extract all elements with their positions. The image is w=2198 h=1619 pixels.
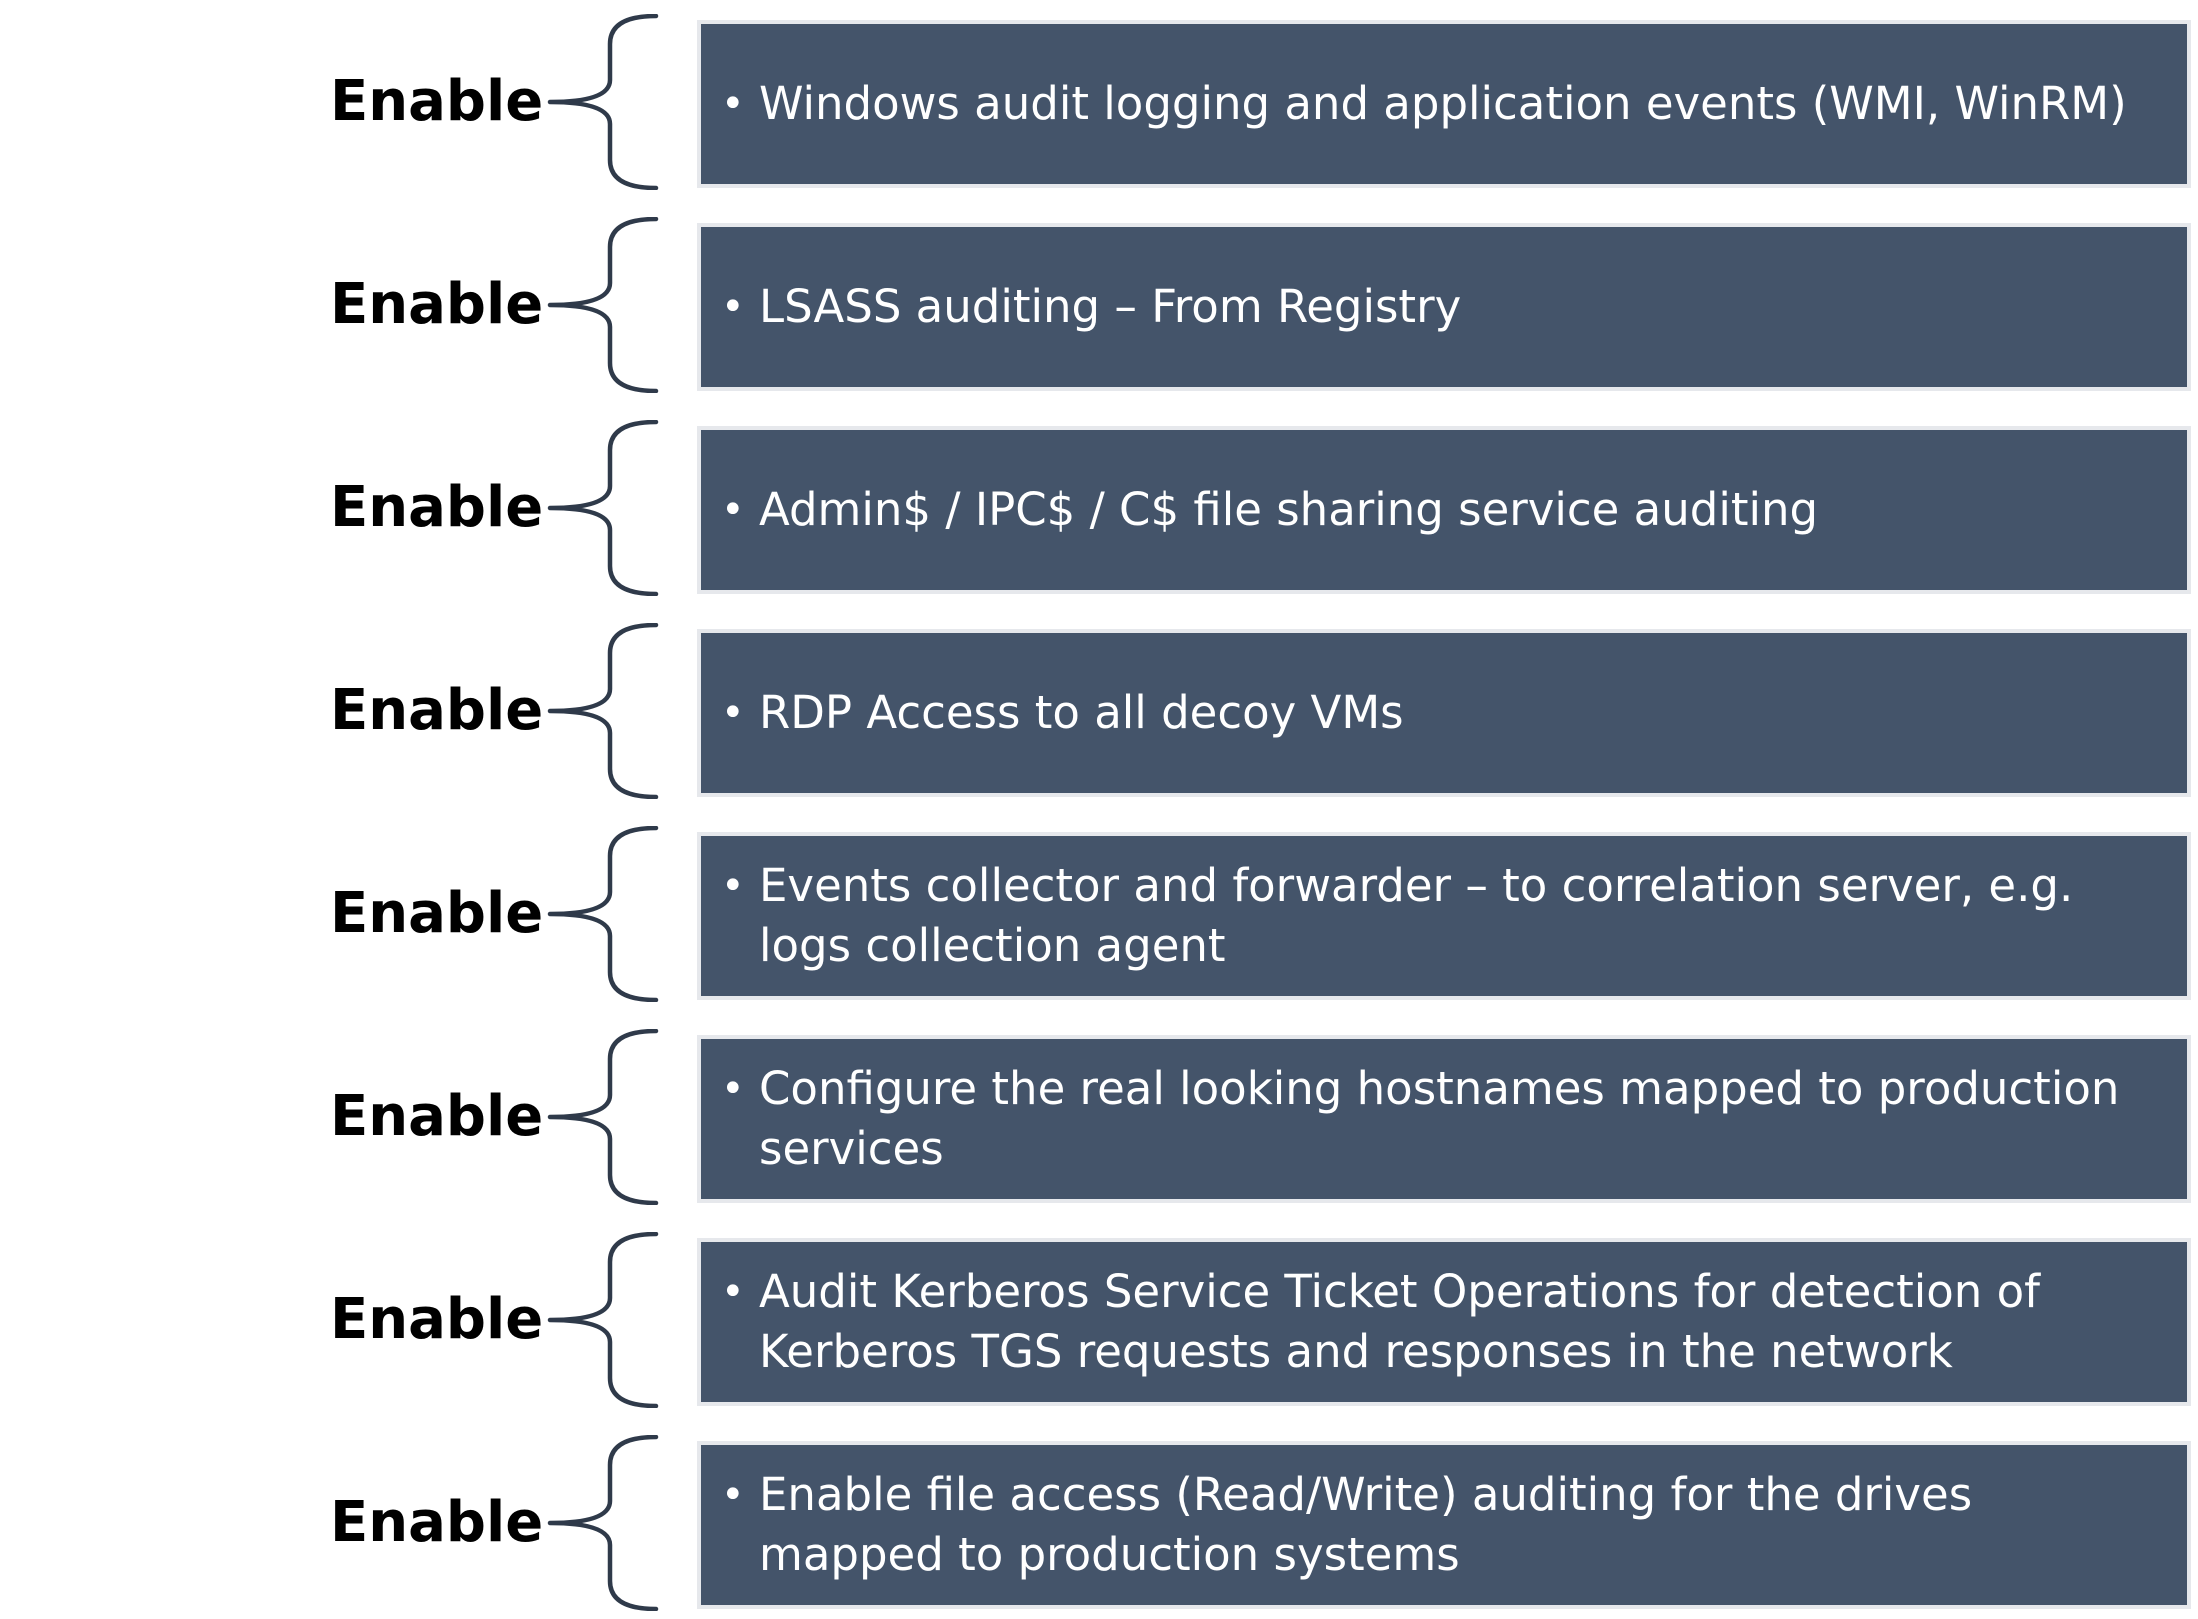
row-label: Enable: [330, 1084, 544, 1149]
row-7: Enable • Audit Kerberos Service Ticket O…: [0, 1232, 2198, 1408]
bullet-item: • Windows audit logging and application …: [701, 74, 2151, 134]
bullet-item: • Audit Kerberos Service Ticket Operatio…: [701, 1262, 2187, 1382]
bullet-item: • Events collector and forwarder – to co…: [701, 856, 2187, 976]
row-3: Enable • Admin$ / IPC$ / C$ file sharing…: [0, 420, 2198, 596]
bullet-icon: •: [721, 487, 745, 533]
bullet-item: • LSASS auditing – From Registry: [701, 277, 1485, 337]
item-box: • LSASS auditing – From Registry: [697, 223, 2191, 391]
row-6: Enable • Configure the real looking host…: [0, 1029, 2198, 1205]
bullet-icon: •: [721, 284, 745, 330]
item-box: • Audit Kerberos Service Ticket Operatio…: [697, 1238, 2191, 1406]
item-box: • Enable file access (Read/Write) auditi…: [697, 1441, 2191, 1609]
left-brace-icon: [547, 1029, 659, 1205]
row-label: Enable: [330, 678, 544, 743]
row-4: Enable • RDP Access to all decoy VMs: [0, 623, 2198, 799]
left-brace-icon: [547, 623, 659, 799]
bullet-item: • Enable file access (Read/Write) auditi…: [701, 1465, 2187, 1585]
bullet-icon: •: [721, 1472, 745, 1518]
bullet-item: • RDP Access to all decoy VMs: [701, 683, 1428, 743]
bullet-icon: •: [721, 690, 745, 736]
row-2: Enable • LSASS auditing – From Registry: [0, 217, 2198, 393]
left-brace-icon: [547, 1435, 659, 1611]
item-text: Windows audit logging and application ev…: [759, 77, 2127, 130]
row-1: Enable • Windows audit logging and appli…: [0, 14, 2198, 190]
item-text: Enable file access (Read/Write) auditing…: [759, 1468, 1973, 1581]
item-text: Audit Kerberos Service Ticket Operations…: [759, 1265, 2040, 1378]
item-box: • Admin$ / IPC$ / C$ file sharing servic…: [697, 426, 2191, 594]
row-5: Enable • Events collector and forwarder …: [0, 826, 2198, 1002]
bullet-item: • Configure the real looking hostnames m…: [701, 1059, 2187, 1179]
row-label: Enable: [330, 69, 544, 134]
row-label: Enable: [330, 1490, 544, 1555]
item-box: • RDP Access to all decoy VMs: [697, 629, 2191, 797]
item-box: • Windows audit logging and application …: [697, 20, 2191, 188]
item-text: Events collector and forwarder – to corr…: [759, 859, 2074, 972]
item-text: LSASS auditing – From Registry: [759, 280, 1462, 333]
bullet-icon: •: [721, 863, 745, 909]
bullet-icon: •: [721, 81, 745, 127]
item-text: Configure the real looking hostnames map…: [759, 1062, 2120, 1175]
item-text: RDP Access to all decoy VMs: [759, 686, 1404, 739]
bullet-item: • Admin$ / IPC$ / C$ file sharing servic…: [701, 480, 1842, 540]
left-brace-icon: [547, 1232, 659, 1408]
bullet-icon: •: [721, 1269, 745, 1315]
left-brace-icon: [547, 217, 659, 393]
row-label: Enable: [330, 272, 544, 337]
row-label: Enable: [330, 475, 544, 540]
item-box: • Events collector and forwarder – to co…: [697, 832, 2191, 1000]
item-box: • Configure the real looking hostnames m…: [697, 1035, 2191, 1203]
left-brace-icon: [547, 826, 659, 1002]
item-text: Admin$ / IPC$ / C$ file sharing service …: [759, 483, 1819, 536]
left-brace-icon: [547, 420, 659, 596]
row-label: Enable: [330, 1287, 544, 1352]
row-label: Enable: [330, 881, 544, 946]
row-8: Enable • Enable file access (Read/Write)…: [0, 1435, 2198, 1611]
left-brace-icon: [547, 14, 659, 190]
bullet-icon: •: [721, 1066, 745, 1112]
